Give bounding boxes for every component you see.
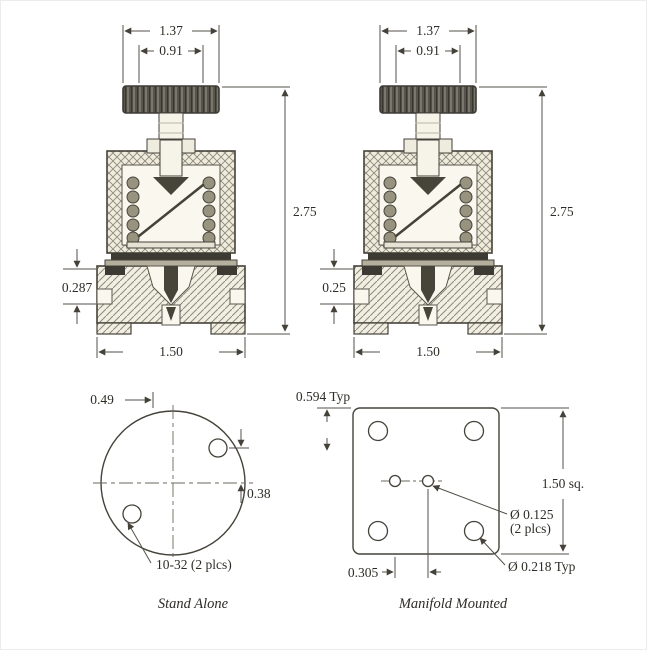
dim-hole-offset-x: 0.49	[90, 392, 114, 407]
dim-edge-offset: 0.594 Typ	[296, 389, 351, 404]
dim-left-base-width: 1.50	[159, 344, 183, 359]
dim-right-base-width: 1.50	[416, 344, 440, 359]
mounting-holes	[367, 420, 485, 542]
dim-right-port-height: 0.25	[322, 280, 346, 295]
bottom-view-manifold: 0.594 Typ 1.50 sq. Ø 0.125 (2 plcs) Ø 0.…	[296, 389, 584, 612]
dim-corner-hole-dia: Ø 0.218 Typ	[508, 559, 576, 574]
mounting-hole	[208, 438, 228, 458]
dim-center-hole-dia: Ø 0.125	[510, 507, 554, 522]
dim-hole-offset-y: 0.38	[247, 486, 271, 501]
dim-left-port-height: 0.287	[62, 280, 93, 295]
dim-right-height: 2.75	[550, 204, 574, 219]
bottom-view-standalone: 0.49 0.38 10-32 (2 plcs) Stand Alone	[90, 392, 271, 612]
section-view-standalone: 1.37 0.91 2.75 0.287 1.50	[62, 23, 317, 359]
centerlines	[93, 405, 253, 561]
dim-left-height: 2.75	[293, 204, 317, 219]
thread-callout: 10-32 (2 plcs)	[156, 557, 232, 572]
mounting-hole	[122, 504, 142, 524]
dimension-lines	[125, 392, 249, 564]
section-view-manifold: 1.37 0.91 2.75 0.25 1.50	[320, 23, 574, 359]
dim-center-hole-spacing: 0.305	[348, 565, 379, 580]
dim-left-width-inner: 0.91	[159, 43, 183, 58]
dim-left-width-top: 1.37	[159, 23, 183, 38]
dim-right-width-inner: 0.91	[416, 43, 440, 58]
caption-stand-alone: Stand Alone	[158, 596, 229, 612]
port-holes	[388, 474, 435, 488]
dim-center-hole-qty: (2 plcs)	[510, 521, 551, 536]
dimension-lines	[317, 407, 569, 578]
footprint-square	[352, 407, 500, 555]
caption-manifold-mounted: Manifold Mounted	[398, 596, 508, 612]
dim-right-width-top: 1.37	[416, 23, 440, 38]
dim-square-size: 1.50 sq.	[542, 476, 584, 491]
